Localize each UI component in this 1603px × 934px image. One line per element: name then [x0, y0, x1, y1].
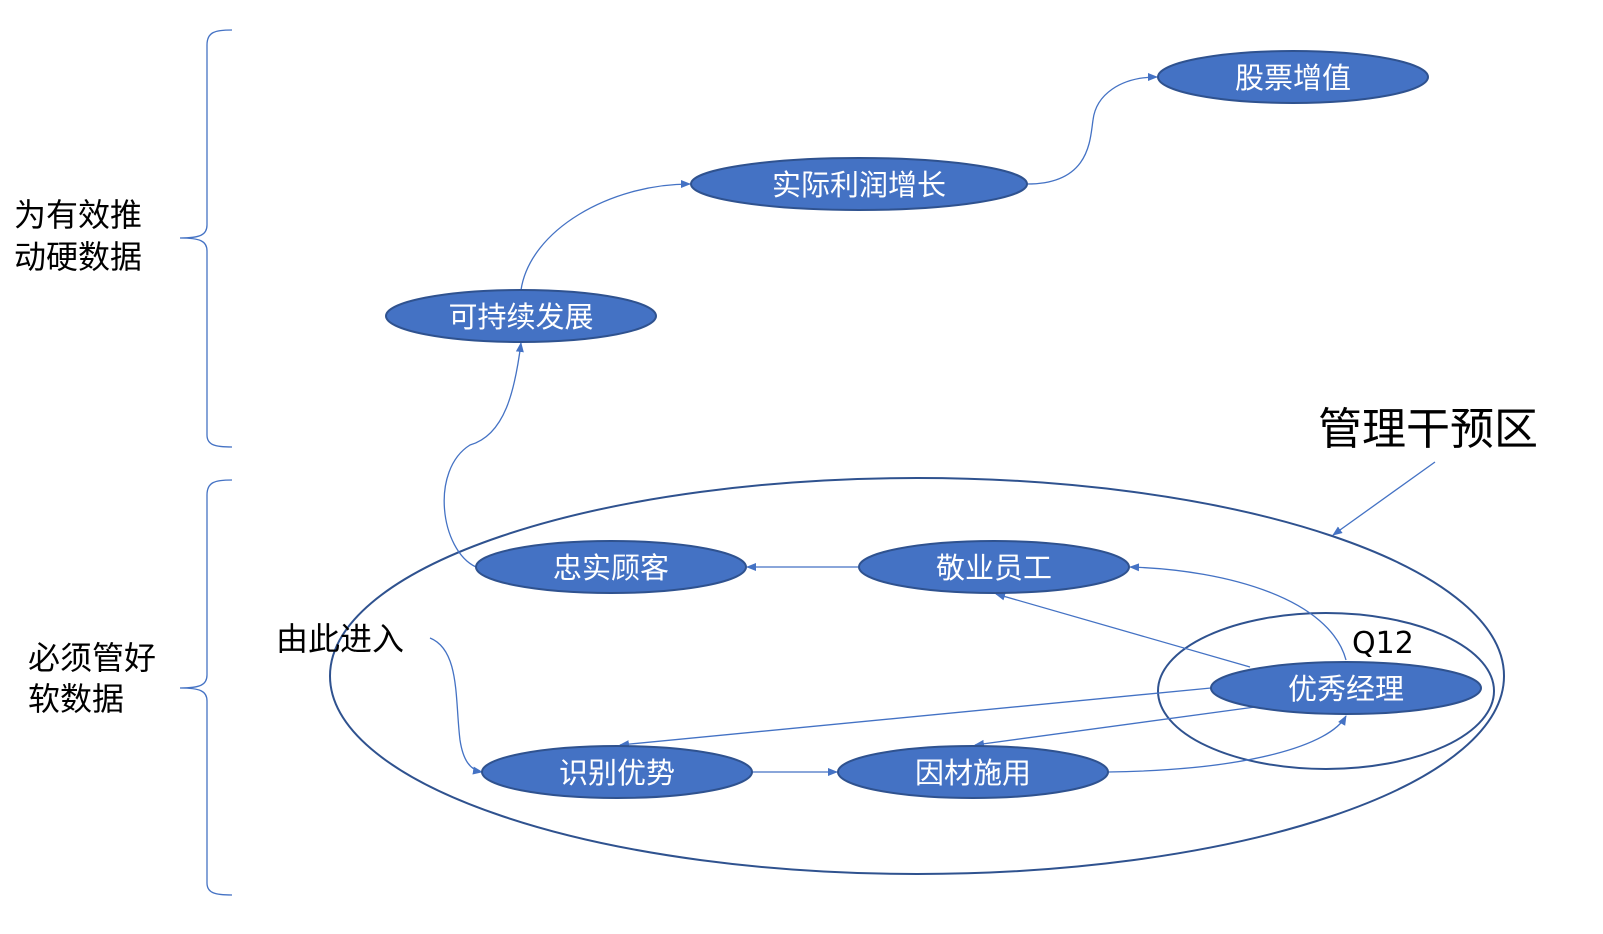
q12-label: Q12: [1352, 626, 1414, 661]
entry-label: 由此进入: [276, 620, 404, 658]
management-zone-ellipse: [329, 477, 1505, 875]
arrow-managers-to-employees-curve: [1129, 563, 1347, 661]
arrow-managers-to-placement: [974, 706, 1256, 748]
arrow-zone-pointer: [1332, 461, 1436, 536]
node-talent-placement-label: 因材施用: [915, 756, 1031, 790]
node-profit: 实际利润增长: [690, 157, 1028, 211]
q12-zone-ellipse: [1157, 612, 1495, 770]
soft-data-label-line1: 必须管好: [28, 639, 156, 677]
soft-data-label-line2: 软数据: [28, 680, 124, 718]
brace-hard-data: [179, 29, 233, 448]
arrow-placement-to-managers: [1107, 715, 1347, 773]
hard-data-label-line1: 为有效推: [14, 196, 142, 234]
arrow-managers-to-strengths: [619, 687, 1212, 749]
node-stock: 股票增值: [1157, 50, 1429, 104]
node-sustainable: 可持续发展: [385, 289, 657, 343]
node-stock-label: 股票增值: [1235, 61, 1351, 95]
node-engaged-employees-label: 敬业员工: [936, 551, 1052, 585]
node-loyal-customers: 忠实顾客: [475, 540, 747, 594]
node-great-managers-label: 优秀经理: [1288, 672, 1404, 706]
node-great-managers: 优秀经理: [1210, 661, 1482, 715]
hard-data-label-line2: 动硬数据: [14, 238, 142, 276]
node-engaged-employees: 敬业员工: [858, 540, 1130, 594]
node-identify-strengths: 识别优势: [481, 745, 753, 799]
node-identify-strengths-label: 识别优势: [559, 756, 675, 790]
node-profit-label: 实际利润增长: [772, 168, 946, 202]
arrow-sustainable-to-profit: [520, 180, 691, 291]
management-zone-label: 管理干预区: [1318, 404, 1538, 455]
node-talent-placement: 因材施用: [837, 745, 1109, 799]
node-sustainable-label: 可持续发展: [448, 300, 593, 334]
node-loyal-customers-label: 忠实顾客: [553, 551, 669, 585]
arrow-entry-to-strengths: [429, 637, 483, 775]
arrow-profit-to-stock: [1026, 73, 1158, 185]
arrow-customers-to-sustainable: [443, 342, 524, 568]
arrow-managers-to-employees: [995, 592, 1251, 668]
brace-soft-data: [179, 479, 233, 896]
